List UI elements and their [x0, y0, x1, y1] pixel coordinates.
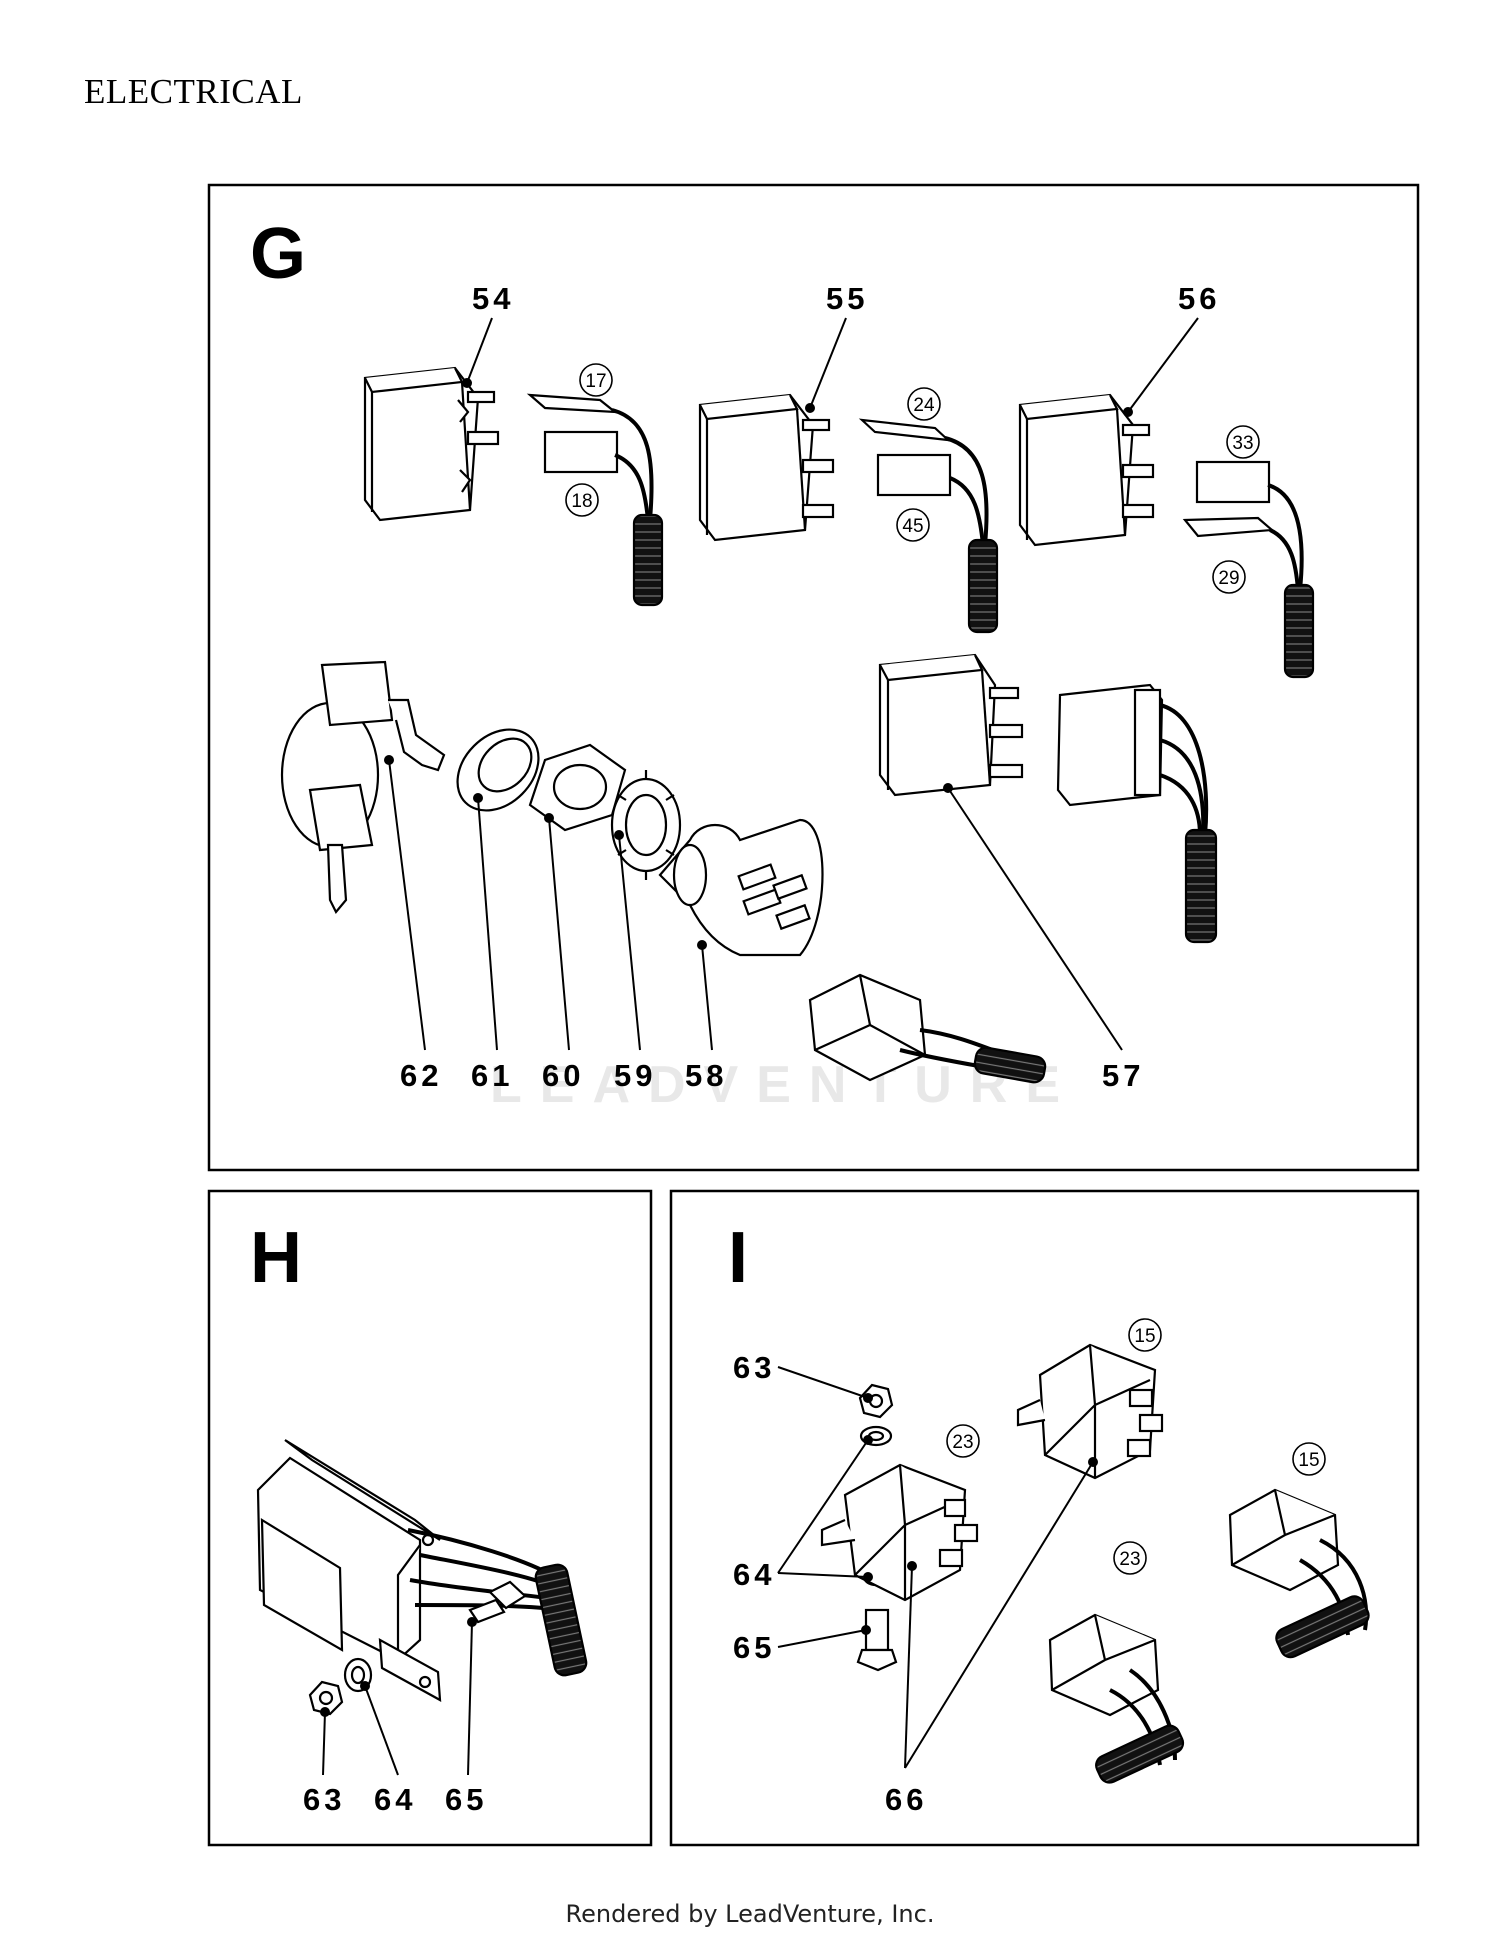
connector-33-29: [1182, 460, 1315, 679]
nut-63-h: [308, 1680, 344, 1716]
watermark: LEADVENTURE: [490, 1056, 1078, 1114]
relay-socket-23: [1048, 1613, 1185, 1784]
label-66: 66: [885, 1782, 927, 1817]
label-62: 62: [400, 1058, 442, 1093]
panel-h-frame: [207, 1189, 653, 1847]
label-58: 58: [685, 1058, 727, 1093]
page-title: ELECTRICAL: [84, 72, 303, 111]
panel-i-leaders: [777, 1366, 1098, 1769]
panel-g-frame: [207, 183, 1420, 1172]
relay-socket-15: [1228, 1488, 1370, 1659]
label-64-h: 64: [374, 1782, 416, 1817]
ignition-switch-58: [658, 818, 824, 957]
label-61: 61: [471, 1058, 513, 1093]
label-63-i: 63: [733, 1350, 775, 1385]
panel-h-leaders: [320, 1617, 477, 1776]
label-65-i: 65: [733, 1630, 775, 1665]
connector-57: [1056, 683, 1218, 944]
connector-24-45: [858, 418, 999, 634]
panel-g: G LEADVENTURE: [207, 183, 1420, 1172]
ref-33: 33: [1232, 433, 1253, 454]
panel-i-frame: [669, 1189, 1420, 1847]
label-65-h: 65: [445, 1782, 487, 1817]
panel-h: H: [207, 1189, 653, 1847]
star-washer-59: [610, 770, 682, 880]
panel-i-letter: I: [728, 1218, 748, 1298]
panel-g-letter: G: [250, 214, 306, 294]
voltage-regulator: [256, 1439, 588, 1702]
bolt-65: [468, 1580, 527, 1624]
ref-15-socket: 15: [1298, 1450, 1319, 1471]
label-64-i: 64: [733, 1557, 775, 1592]
label-60: 60: [542, 1058, 584, 1093]
ref-15-relay: 15: [1134, 1326, 1155, 1347]
ref-45: 45: [902, 516, 923, 537]
ref-23-socket: 23: [1119, 1549, 1140, 1570]
label-55: 55: [826, 281, 868, 316]
ref-23-relay: 23: [952, 1432, 973, 1453]
rocker-switch-54: [363, 366, 500, 522]
relay-15: [1016, 1343, 1164, 1480]
rocker-switch-56: [1018, 393, 1155, 547]
panel-g-leaders: [384, 317, 1199, 1051]
connector-17-18: [526, 393, 664, 607]
label-54: 54: [472, 281, 514, 316]
ref-24: 24: [913, 395, 935, 416]
panel-i-refs: [946, 1318, 1326, 1575]
footer-credit: Rendered by LeadVenture, Inc.: [565, 1900, 935, 1928]
ignition-plug: [808, 973, 1047, 1084]
ref-17: 17: [585, 371, 606, 392]
label-57: 57: [1102, 1058, 1144, 1093]
ref-29: 29: [1218, 568, 1239, 589]
rocker-switch-57: [878, 653, 1024, 797]
rocker-switch-55: [698, 393, 835, 542]
panel-i: I: [669, 1189, 1420, 1847]
label-59: 59: [614, 1058, 656, 1093]
bezel-61: [456, 728, 540, 812]
ref-18: 18: [571, 491, 592, 512]
label-56: 56: [1178, 281, 1220, 316]
panel-h-letter: H: [250, 1218, 302, 1298]
panel-g-refs: [565, 363, 1260, 594]
label-63-h: 63: [303, 1782, 345, 1817]
bolt-65-i: [856, 1608, 898, 1672]
ignition-keys-62: [280, 660, 446, 914]
hex-nut-60: [528, 743, 627, 832]
relay-23: [820, 1463, 979, 1602]
